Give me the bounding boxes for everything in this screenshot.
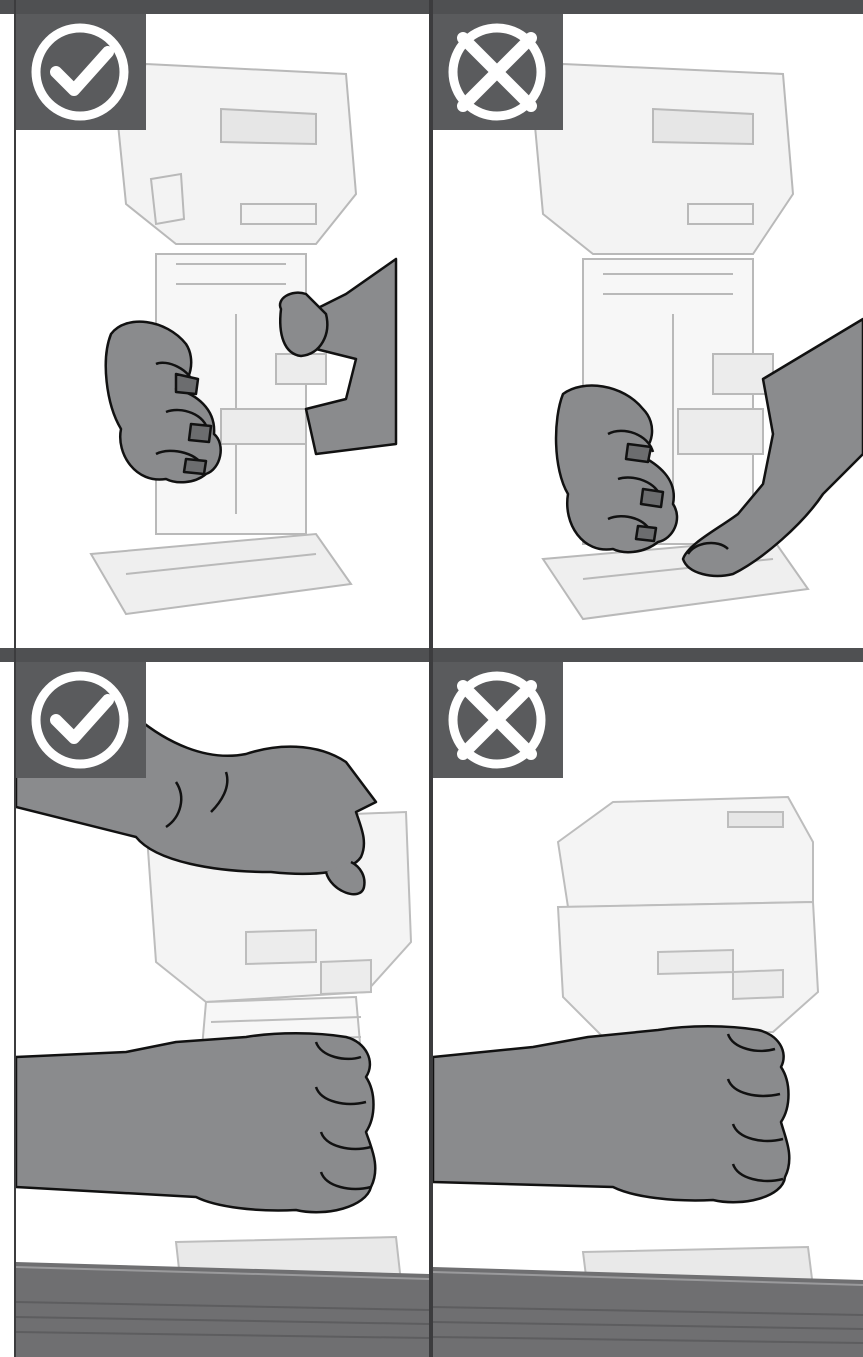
check-circle-icon xyxy=(16,14,146,130)
panel-incorrect-grip-bottom xyxy=(433,662,863,1357)
check-circle-icon xyxy=(16,662,146,778)
incorrect-badge xyxy=(433,14,563,130)
correct-badge xyxy=(16,14,146,130)
x-circle-icon xyxy=(433,662,563,778)
correct-badge xyxy=(16,662,146,778)
panel-correct-grip-bottom xyxy=(16,662,429,1357)
x-circle-icon xyxy=(433,14,563,130)
panel-correct-grip-top xyxy=(16,14,429,648)
incorrect-badge xyxy=(433,662,563,778)
panel-incorrect-grip-top xyxy=(433,14,863,648)
